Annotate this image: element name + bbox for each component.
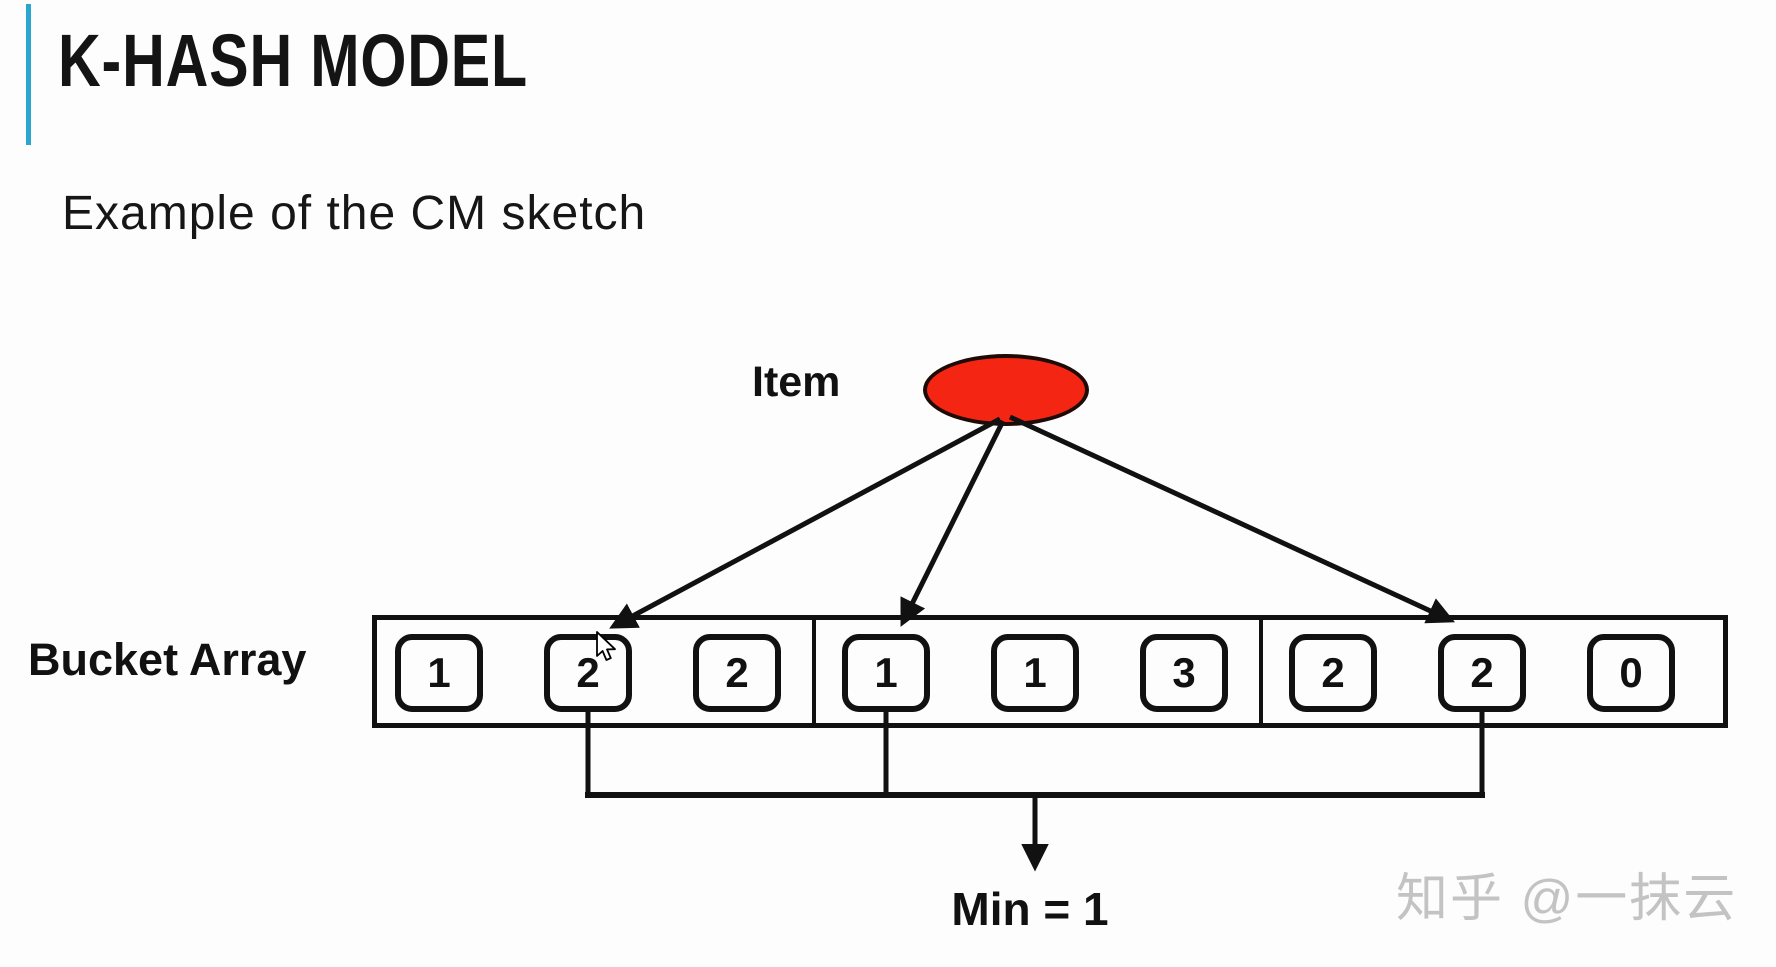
bucket-value: 3 <box>1172 649 1196 696</box>
mouse-cursor-icon <box>596 631 616 661</box>
bucket-cell-9: 0 <box>1587 634 1675 712</box>
bucket-value: 2 <box>725 649 749 696</box>
bucket-value: 0 <box>1619 649 1643 696</box>
bucket-array-box: 1 2 2 1 1 3 2 2 0 <box>372 615 1728 728</box>
bucket-group-divider-1 <box>812 620 816 723</box>
item-label: Item <box>752 358 841 406</box>
bucket-cells: 1 2 2 1 1 3 2 2 0 <box>377 620 1723 723</box>
bucket-array-label: Bucket Array <box>28 634 307 685</box>
bucket-value: 2 <box>1321 649 1345 696</box>
bucket-cell-8: 2 <box>1438 634 1526 712</box>
bucket-cell-4: 1 <box>842 634 930 712</box>
hash-arrow-3 <box>1008 414 1455 624</box>
bucket-cell-1: 1 <box>395 634 483 712</box>
bucket-value: 2 <box>1470 649 1494 696</box>
bucket-value: 1 <box>427 649 451 696</box>
hash-arrow-1 <box>609 416 1002 629</box>
bucket-value: 2 <box>576 649 600 696</box>
bucket-cell-2: 2 <box>544 634 632 712</box>
bucket-group-divider-2 <box>1259 620 1263 723</box>
bucket-value: 1 <box>1023 649 1047 696</box>
page-title: K-HASH MODEL <box>58 19 529 102</box>
min-result-label: Min = 1 <box>951 883 1109 935</box>
bucket-cell-7: 2 <box>1289 634 1377 712</box>
watermark: 知乎 @一抹云 <box>1396 870 1738 928</box>
bucket-cell-5: 1 <box>991 634 1079 712</box>
bucket-cell-3: 2 <box>693 634 781 712</box>
slide-subtitle: Example of the CM sketch <box>62 187 647 240</box>
bucket-cell-6: 3 <box>1140 634 1228 712</box>
item-ellipse <box>923 354 1089 426</box>
hash-arrow-2 <box>900 419 1006 627</box>
bucket-value: 1 <box>874 649 898 696</box>
accent-bar <box>26 4 31 145</box>
